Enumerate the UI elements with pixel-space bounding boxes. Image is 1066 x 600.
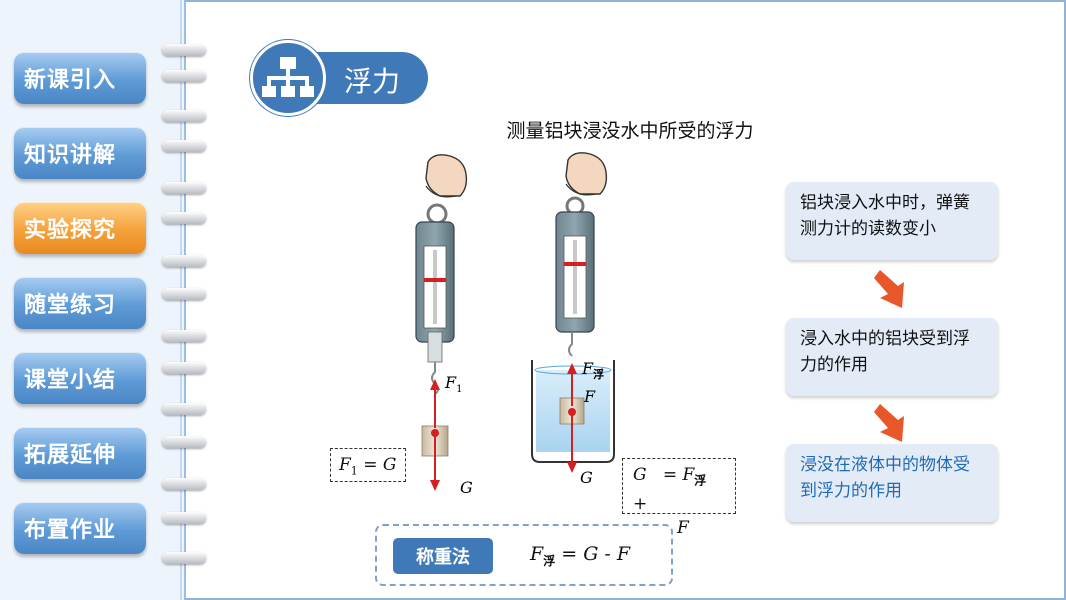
info-box-conclusion: 浸没在液体中的物体受到浮力的作用 xyxy=(786,444,998,522)
nav-item-summary[interactable]: 课堂小结 xyxy=(14,352,146,404)
info-box-buoyant-force: 浸入水中的铝块受到浮力的作用 xyxy=(786,318,998,396)
binder-ring xyxy=(162,330,206,342)
nav-item-knowledge[interactable]: 知识讲解 xyxy=(14,127,146,179)
binder-ring xyxy=(162,255,206,267)
label-f1: F1 xyxy=(444,373,462,395)
nav-item-experiment[interactable]: 实验探究 xyxy=(14,202,146,254)
binder-ring xyxy=(162,436,206,448)
right-force-arrows xyxy=(567,363,577,473)
binder-ring xyxy=(162,512,206,524)
binder-ring xyxy=(162,362,206,374)
formula-f1-equals-g: F1 = G xyxy=(330,448,406,482)
weighing-method-label: 称重法 xyxy=(393,538,493,574)
left-spring-scale xyxy=(415,154,468,457)
binder-ring xyxy=(162,44,206,56)
binder-ring xyxy=(162,478,206,490)
binder-ring xyxy=(162,182,206,194)
nav-item-practice[interactable]: 随堂练习 xyxy=(14,277,146,329)
arrow-down-icon xyxy=(874,404,904,442)
binder-ring xyxy=(162,110,206,122)
weighing-method-box xyxy=(375,524,673,586)
arrow-down-icon xyxy=(874,270,904,308)
nav-item-extension[interactable]: 拓展延伸 xyxy=(14,427,146,479)
left-force-arrows xyxy=(430,379,440,491)
binder-ring xyxy=(162,552,206,564)
binder-ring xyxy=(162,403,206,415)
experiment-diagram: F1 G F浮 F G xyxy=(415,152,615,497)
formula-g-sum: G = F浮 + F xyxy=(622,458,736,538)
info-box-reading-decrease: 铝块浸入水中时，弹簧测力计的读数变小 xyxy=(786,182,998,260)
label-f-buoyancy: F浮 xyxy=(581,359,604,381)
title-emblem xyxy=(250,40,326,116)
experiment-heading: 测量铝块浸没水中所受的浮力 xyxy=(506,120,754,142)
page-title: 浮力 xyxy=(344,65,401,98)
nav-item-new-lesson[interactable]: 新课引入 xyxy=(14,52,146,104)
binder-ring xyxy=(162,212,206,224)
label-g-left: G xyxy=(460,478,473,497)
binder-ring xyxy=(162,140,206,152)
sidebar-divider xyxy=(180,0,182,600)
label-g-right: G xyxy=(580,468,593,487)
nav-item-homework[interactable]: 布置作业 xyxy=(14,502,146,554)
hierarchy-icon xyxy=(262,57,314,97)
binder-ring xyxy=(162,70,206,82)
binder-ring xyxy=(162,288,206,300)
weighing-method-formula: F浮 = G - F xyxy=(530,543,631,568)
label-f-reading: F xyxy=(583,387,596,406)
